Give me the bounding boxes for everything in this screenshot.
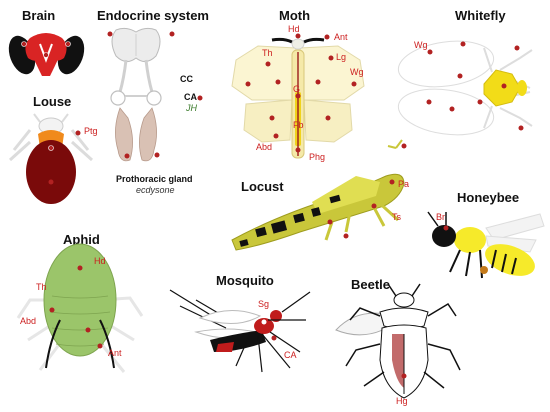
moth-phg-label: Phg	[309, 152, 325, 162]
mosquito-illustration	[169, 289, 311, 373]
moth-lg-label: Lg	[336, 52, 346, 62]
moth-panel: Moth Hd Ant Th Lg	[231, 8, 365, 162]
moth-wg-label: Wg	[350, 67, 364, 77]
brain-title: Brain	[22, 8, 55, 23]
aphid-th-label: Th	[36, 282, 47, 292]
beetle-illustration	[335, 283, 461, 399]
endo-jh-label: JH	[185, 103, 198, 113]
moth-illustration	[231, 33, 365, 159]
louse-panel: Louse Ptg	[8, 94, 98, 204]
brain-illustration	[8, 33, 85, 76]
moth-th-label: Th	[262, 48, 273, 58]
locust-pa-label: Pa	[398, 179, 409, 189]
endo-ecdysone-label: ecdysone	[136, 185, 175, 195]
whitefly-wg-label: Wg	[414, 40, 428, 50]
aphid-ant-label: Ant	[108, 348, 122, 358]
whitefly-title: Whitefly	[455, 8, 506, 23]
honeybee-illustration	[427, 211, 545, 279]
endo-gland-label: Prothoracic gland	[116, 174, 193, 184]
moth-title: Moth	[279, 8, 310, 23]
whitefly-illustration	[397, 40, 533, 136]
locust-illustration	[231, 139, 407, 251]
aphid-hd-label: Hd	[94, 256, 106, 266]
moth-abd-label: Abd	[256, 142, 272, 152]
beetle-title: Beetle	[351, 277, 390, 292]
moth-fb-label: Fb	[293, 120, 304, 130]
beetle-hg-label: Hg	[396, 396, 408, 406]
mosquito-panel: Mosquito Sg CA	[169, 273, 311, 373]
locust-title: Locust	[241, 179, 284, 194]
moth-hd-label: Hd	[288, 24, 300, 34]
aphid-title: Aphid	[63, 232, 100, 247]
aphid-illustration	[16, 243, 144, 373]
endocrine-illustration	[107, 27, 203, 162]
louse-title: Louse	[33, 94, 71, 109]
mosquito-sg-label: Sg	[258, 299, 269, 309]
locust-ts-label: Ts	[392, 212, 402, 222]
aphid-abd-label: Abd	[20, 316, 36, 326]
honeybee-title: Honeybee	[457, 190, 519, 205]
endocrine-title: Endocrine system	[97, 8, 209, 23]
locust-panel: Locust Pa Ts	[231, 139, 409, 251]
louse-ptg-label: Ptg	[84, 126, 98, 136]
whitefly-panel: Whitefly Wg	[397, 8, 533, 136]
honeybee-panel: Honeybee Br	[427, 190, 545, 279]
endocrine-panel: Endocrine system CC CA JH Prothoracic gl…	[97, 8, 209, 195]
aphid-panel: Aphid Hd Th Abd Ant	[16, 232, 144, 373]
beetle-panel: Beetle Hg	[335, 277, 461, 406]
moth-g-label: G	[293, 84, 300, 94]
endo-cc-label: CC	[180, 74, 193, 84]
endo-ca-label: CA	[184, 92, 197, 102]
louse-illustration	[8, 113, 94, 204]
mosquito-ca-label: CA	[284, 350, 297, 360]
brain-panel: Brain	[8, 8, 85, 76]
moth-ant-label: Ant	[334, 32, 348, 42]
bee-br-label: Br	[436, 212, 445, 222]
mosquito-title: Mosquito	[216, 273, 274, 288]
